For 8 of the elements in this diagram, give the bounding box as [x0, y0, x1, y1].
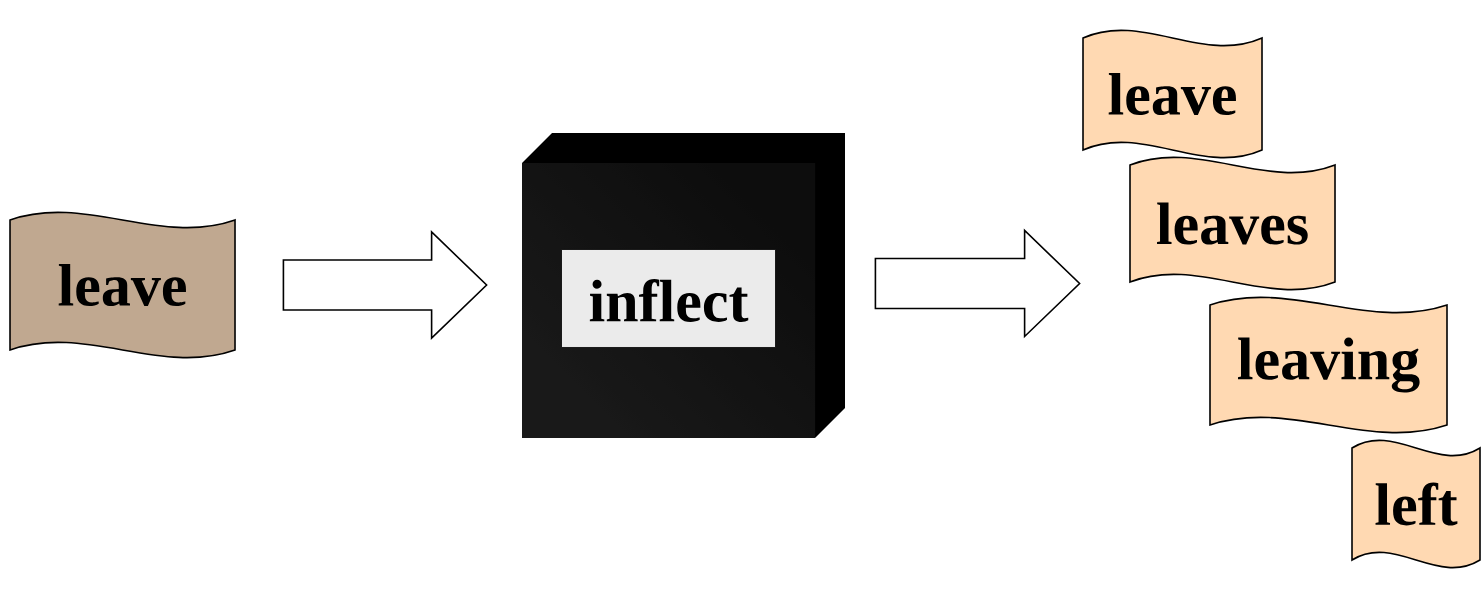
cube-block: inflect	[522, 133, 845, 438]
banner: left	[1351, 439, 1481, 569]
banner: leave	[1082, 29, 1263, 159]
banner: leaving	[1209, 296, 1448, 434]
block-arrow	[282, 230, 488, 340]
block-arrow	[874, 228, 1081, 339]
banner: leave	[9, 211, 236, 359]
banner: leaves	[1129, 156, 1336, 291]
